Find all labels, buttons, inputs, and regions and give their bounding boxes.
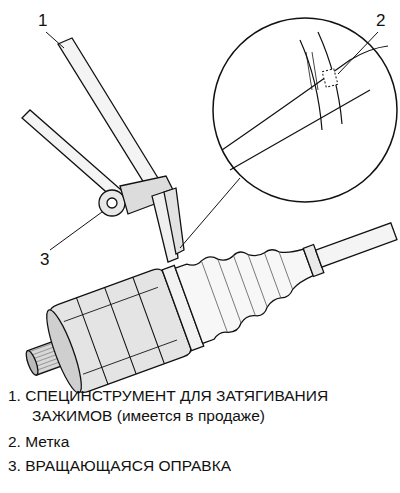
stub-end	[24, 349, 40, 376]
legend-item: 3. ВРАЩАЮЩАЯСЯ ОПРАВКА	[8, 456, 388, 476]
callout-number: 3	[38, 251, 51, 270]
boot-folds	[201, 235, 298, 332]
clamp-mark	[322, 69, 338, 88]
callout-number: 2	[374, 12, 387, 31]
tool-handle	[58, 38, 158, 186]
cv-joint	[13, 188, 400, 407]
callout-number: 1	[36, 12, 49, 31]
inset-boot	[230, 90, 370, 170]
legend-item: 1. СПЕЦИНСТРУМЕНТ ДЛЯ ЗАТЯГИВАНИЯ ЗАЖИМО…	[8, 386, 388, 426]
inset-circle	[213, 18, 397, 202]
legend-item: 2. Метка	[8, 432, 388, 452]
leader-line	[338, 32, 378, 74]
inset-leader	[180, 178, 240, 248]
housing-ribs	[77, 277, 165, 384]
inset-boot	[222, 46, 388, 150]
leader-lines	[46, 32, 378, 250]
housing-lobes	[64, 287, 177, 374]
leader-line	[50, 212, 102, 250]
inset-tool-tip	[306, 52, 318, 90]
mandrel-hole	[107, 198, 117, 208]
rotating-mandrel	[99, 190, 125, 216]
housing-end	[41, 307, 88, 396]
shaft	[316, 223, 397, 267]
detail-inset	[180, 18, 397, 248]
clamp-tool	[22, 38, 184, 262]
boot	[175, 225, 322, 344]
tool-jaw	[164, 188, 184, 254]
inset-clamp	[300, 32, 342, 130]
leader-line	[46, 32, 64, 48]
